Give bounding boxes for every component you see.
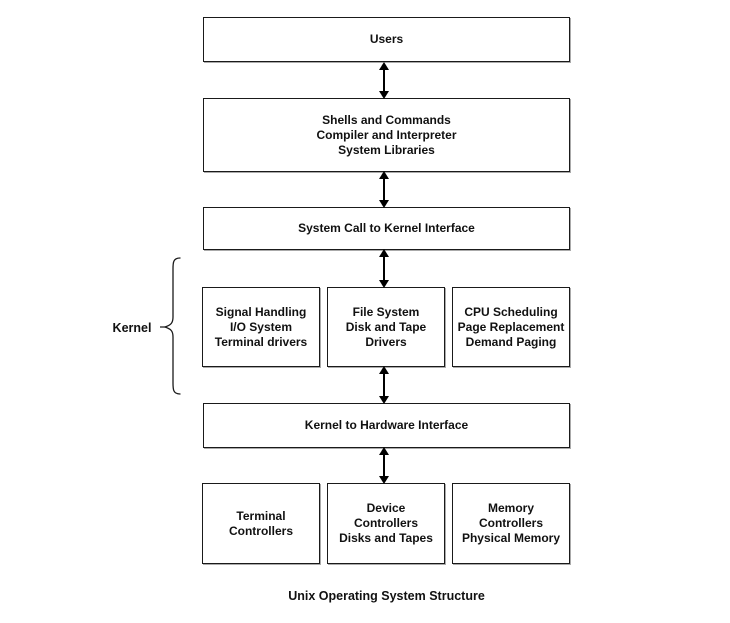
node-system-call-interface-label: System Call to Kernel Interface xyxy=(298,221,475,235)
double-arrow-kernel-hardware-icon xyxy=(377,366,391,404)
double-arrow-shells-syscall-icon xyxy=(377,171,391,208)
node-kernel-to-hardware-interface: Kernel to Hardware Interface xyxy=(203,403,570,448)
node-terminal-controllers: Terminal Controllers xyxy=(202,483,320,564)
node-system-call-interface: System Call to Kernel Interface xyxy=(203,207,570,250)
arrow-shaft xyxy=(383,453,385,478)
double-arrow-syscall-kernel-icon xyxy=(377,249,391,288)
node-cpu-scheduling: CPU Scheduling Page Replacement Demand P… xyxy=(452,287,570,367)
kernel-brace-icon xyxy=(160,257,181,395)
node-signal-handling: Signal Handling I/O System Terminal driv… xyxy=(202,287,320,367)
double-arrow-hardware-controllers-icon xyxy=(377,447,391,484)
node-signal-handling-label: Signal Handling I/O System Terminal driv… xyxy=(214,304,308,349)
node-file-system-label: File System Disk and Tape Drivers xyxy=(345,304,427,349)
arrow-shaft xyxy=(383,255,385,282)
kernel-group-label: Kernel xyxy=(112,321,152,335)
node-users: Users xyxy=(203,17,570,62)
node-file-system: File System Disk and Tape Drivers xyxy=(327,287,445,367)
node-users-label: Users xyxy=(369,32,404,46)
node-shells-and-commands: Shells and Commands Compiler and Interpr… xyxy=(203,98,570,172)
arrow-shaft xyxy=(383,177,385,202)
arrow-shaft xyxy=(383,372,385,398)
node-terminal-controllers-label: Terminal Controllers xyxy=(228,508,293,538)
node-memory-controllers-label: Memory Controllers Physical Memory xyxy=(461,501,561,545)
double-arrow-users-shells-icon xyxy=(377,62,391,99)
node-device-controllers: Device Controllers Disks and Tapes xyxy=(327,483,445,564)
node-cpu-scheduling-label: CPU Scheduling Page Replacement Demand P… xyxy=(457,304,565,349)
arrow-shaft xyxy=(383,68,385,93)
node-kernel-to-hardware-interface-label: Kernel to Hardware Interface xyxy=(304,418,469,432)
node-shells-and-commands-label: Shells and Commands Compiler and Interpr… xyxy=(316,112,457,157)
node-memory-controllers: Memory Controllers Physical Memory xyxy=(452,483,570,564)
node-device-controllers-label: Device Controllers Disks and Tapes xyxy=(339,501,433,545)
diagram-caption: Unix Operating System Structure xyxy=(288,589,485,603)
